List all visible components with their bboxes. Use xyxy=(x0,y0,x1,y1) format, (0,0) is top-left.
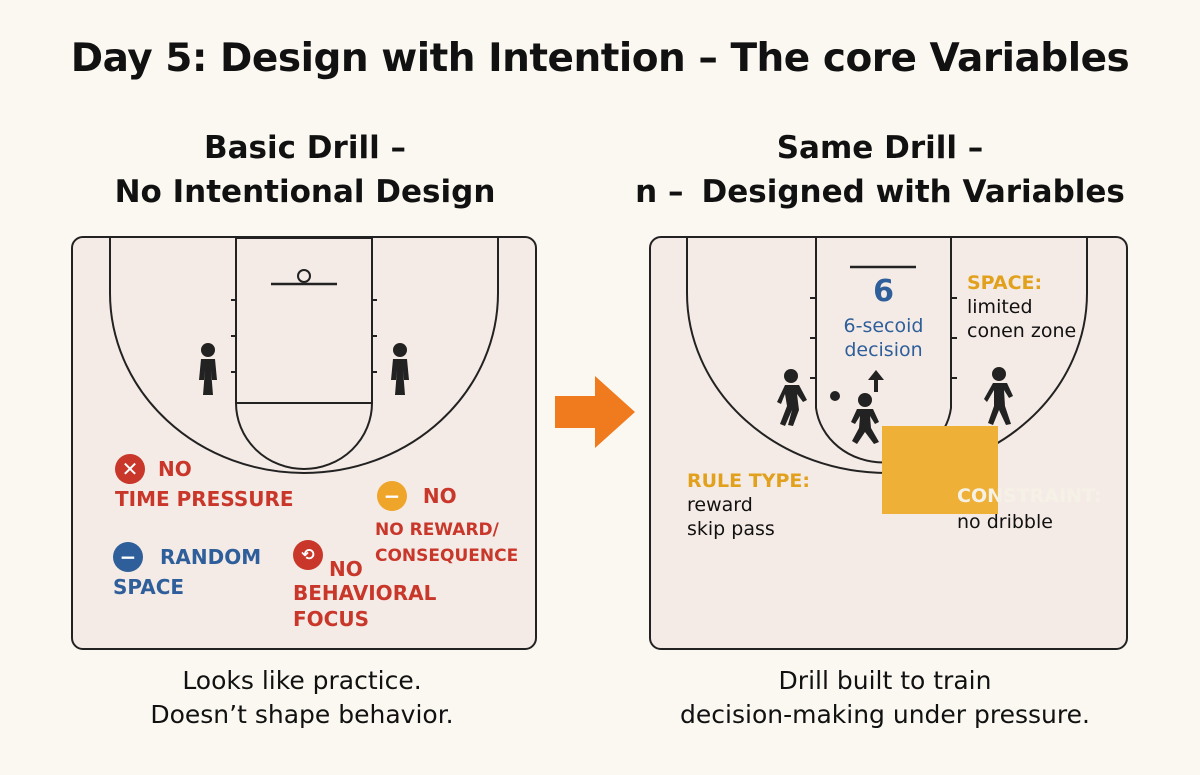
right-subtitle-line2-wrap: n – Designed with Variables xyxy=(560,170,1200,214)
rule-type-label: RULE TYPE: xyxy=(687,470,810,492)
random-word: RANDOM xyxy=(159,545,262,569)
right-subtitle-line2: Designed with Variables xyxy=(701,174,1125,210)
right-subtitle-line1: Same Drill – xyxy=(776,130,984,166)
up-arrow-icon xyxy=(868,370,884,392)
left-caption-line2: Doesn’t shape behavior. xyxy=(150,700,454,729)
player-icon xyxy=(777,369,807,426)
left-subtitle: Basic Drill – No Intentional Design xyxy=(40,126,570,214)
no-time-pressure-label: ✕ NO TIME PRESSURE xyxy=(115,454,294,512)
space-line1: limited xyxy=(967,296,1033,318)
basic-drill-panel: ✕ NO TIME PRESSURE − NO NO REWARD/ CONSE… xyxy=(71,236,537,650)
no-reward-label: − NO NO REWARD/ CONSEQUENCE xyxy=(375,481,518,569)
no-behavioral-word: NO xyxy=(329,557,363,581)
space-line2: conen zone xyxy=(967,320,1077,342)
player-icon xyxy=(851,393,879,444)
rule-line1: reward xyxy=(687,494,753,516)
timer-line1: 6-secoid xyxy=(843,315,924,337)
right-caption-line2: decision-making under pressure. xyxy=(680,700,1090,729)
minus-circle-icon: − xyxy=(113,542,143,572)
right-subtitle: Same Drill – n – Designed with Variables xyxy=(560,126,1200,214)
no-time-word: NO xyxy=(157,457,192,481)
no-reward-line2: CONSEQUENCE xyxy=(375,546,519,566)
ball-icon xyxy=(830,391,840,401)
paint-lane xyxy=(235,238,373,404)
designed-drill-panel: 6 6-secoid decision SPACE: limited conen… xyxy=(649,236,1128,650)
random-space-label: − RANDOM SPACE xyxy=(113,542,261,600)
hoop xyxy=(297,269,311,283)
right-caption-line1: Drill built to train xyxy=(778,666,992,695)
basic-court-diagram xyxy=(109,238,499,474)
constraint-variable: CONSTRAINT: no dribble xyxy=(957,484,1101,534)
left-subtitle-line1: Basic Drill – xyxy=(204,130,406,166)
right-caption: Drill built to train decision-making und… xyxy=(640,664,1130,732)
arrow-right-icon xyxy=(555,376,635,448)
page-title: Day 5: Design with Intention – The core … xyxy=(70,36,1130,81)
constraint-zone xyxy=(882,426,998,514)
player-icon xyxy=(391,343,409,395)
no-reward-line1: NO REWARD/ xyxy=(375,520,499,540)
time-pressure-text: TIME PRESSURE xyxy=(115,487,294,511)
player-icon xyxy=(984,367,1013,425)
no-reward-word: NO xyxy=(422,484,457,508)
timer-number: 6 xyxy=(873,274,894,309)
timer-line2: decision xyxy=(844,339,923,361)
no-behavioral-focus-label: ⟲ NO BEHAVIORAL FOCUS xyxy=(293,540,436,632)
focus-word: FOCUS xyxy=(293,607,369,631)
designed-court-diagram xyxy=(686,238,1088,514)
constraint-label: CONSTRAINT: xyxy=(957,485,1102,507)
left-subtitle-line2: No Intentional Design xyxy=(114,174,496,210)
space-word: SPACE xyxy=(113,575,185,599)
player-icon xyxy=(199,343,217,395)
decision-timer: 6 6-secoid decision xyxy=(816,274,951,362)
right-subtitle-artifact: n – xyxy=(635,174,684,210)
free-throw-circle xyxy=(235,402,373,470)
constraint-line1: no dribble xyxy=(957,511,1053,533)
space-variable: SPACE: limited conen zone xyxy=(967,271,1076,343)
left-caption: Looks like practice. Doesn’t shape behav… xyxy=(71,664,533,732)
left-caption-line1: Looks like practice. xyxy=(182,666,422,695)
x-circle-icon: ✕ xyxy=(115,454,145,484)
three-point-arc xyxy=(109,238,499,474)
space-label: SPACE: xyxy=(967,272,1043,294)
rule-type-variable: RULE TYPE: reward skip pass xyxy=(687,469,810,541)
refresh-circle-icon: ⟲ xyxy=(293,540,323,570)
rule-line2: skip pass xyxy=(687,518,775,540)
minus-circle-icon: − xyxy=(377,481,407,511)
behavioral-word: BEHAVIORAL xyxy=(293,581,437,605)
